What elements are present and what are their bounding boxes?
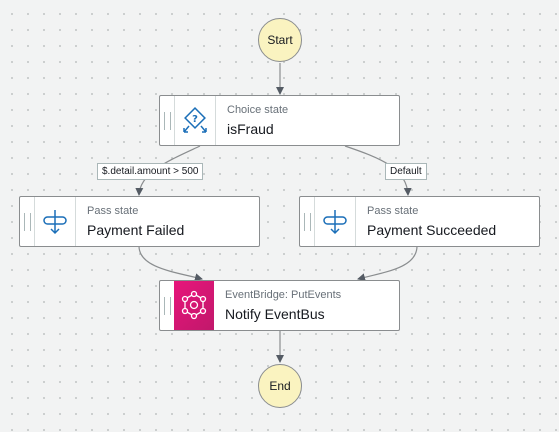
start-node[interactable]: Start [258,18,302,62]
node-name-label: Payment Succeeded [367,222,497,238]
node-name-label: Payment Failed [87,222,185,238]
node-name-label: isFraud [227,121,274,137]
node-type-label: Pass state [87,205,139,217]
pass-state-icon [34,197,76,246]
node-type-label: EventBridge: PutEvents [225,289,342,301]
edge-succeeded-to-notify [357,245,418,282]
end-node[interactable]: End [258,364,302,408]
node-type-label: Choice state [227,104,289,116]
eventbridge-node[interactable]: EventBridge: PutEvents Notify EventBus [159,280,400,331]
eventbridge-icon [174,281,214,330]
choice-diamond-icon: ? [174,96,216,145]
edge-label-default[interactable]: Default [385,163,427,180]
drag-handle[interactable] [160,96,174,145]
pass-state-icon [314,197,356,246]
end-label: End [269,379,291,393]
pass-state-failed-node[interactable]: Pass state Payment Failed [19,196,260,247]
edge-label-rule[interactable]: $.detail.amount > 500 [97,163,204,180]
edge-failed-to-notify [138,245,203,282]
svg-text:?: ? [192,114,198,125]
choice-state-node[interactable]: ? Choice state isFraud [159,95,400,146]
pass-state-succeeded-node[interactable]: Pass state Payment Succeeded [299,196,540,247]
node-type-label: Pass state [367,205,419,217]
drag-handle[interactable] [160,281,174,330]
node-name-label: Notify EventBus [225,306,325,322]
drag-handle[interactable] [300,197,314,246]
drag-handle[interactable] [20,197,34,246]
start-label: Start [267,33,293,47]
